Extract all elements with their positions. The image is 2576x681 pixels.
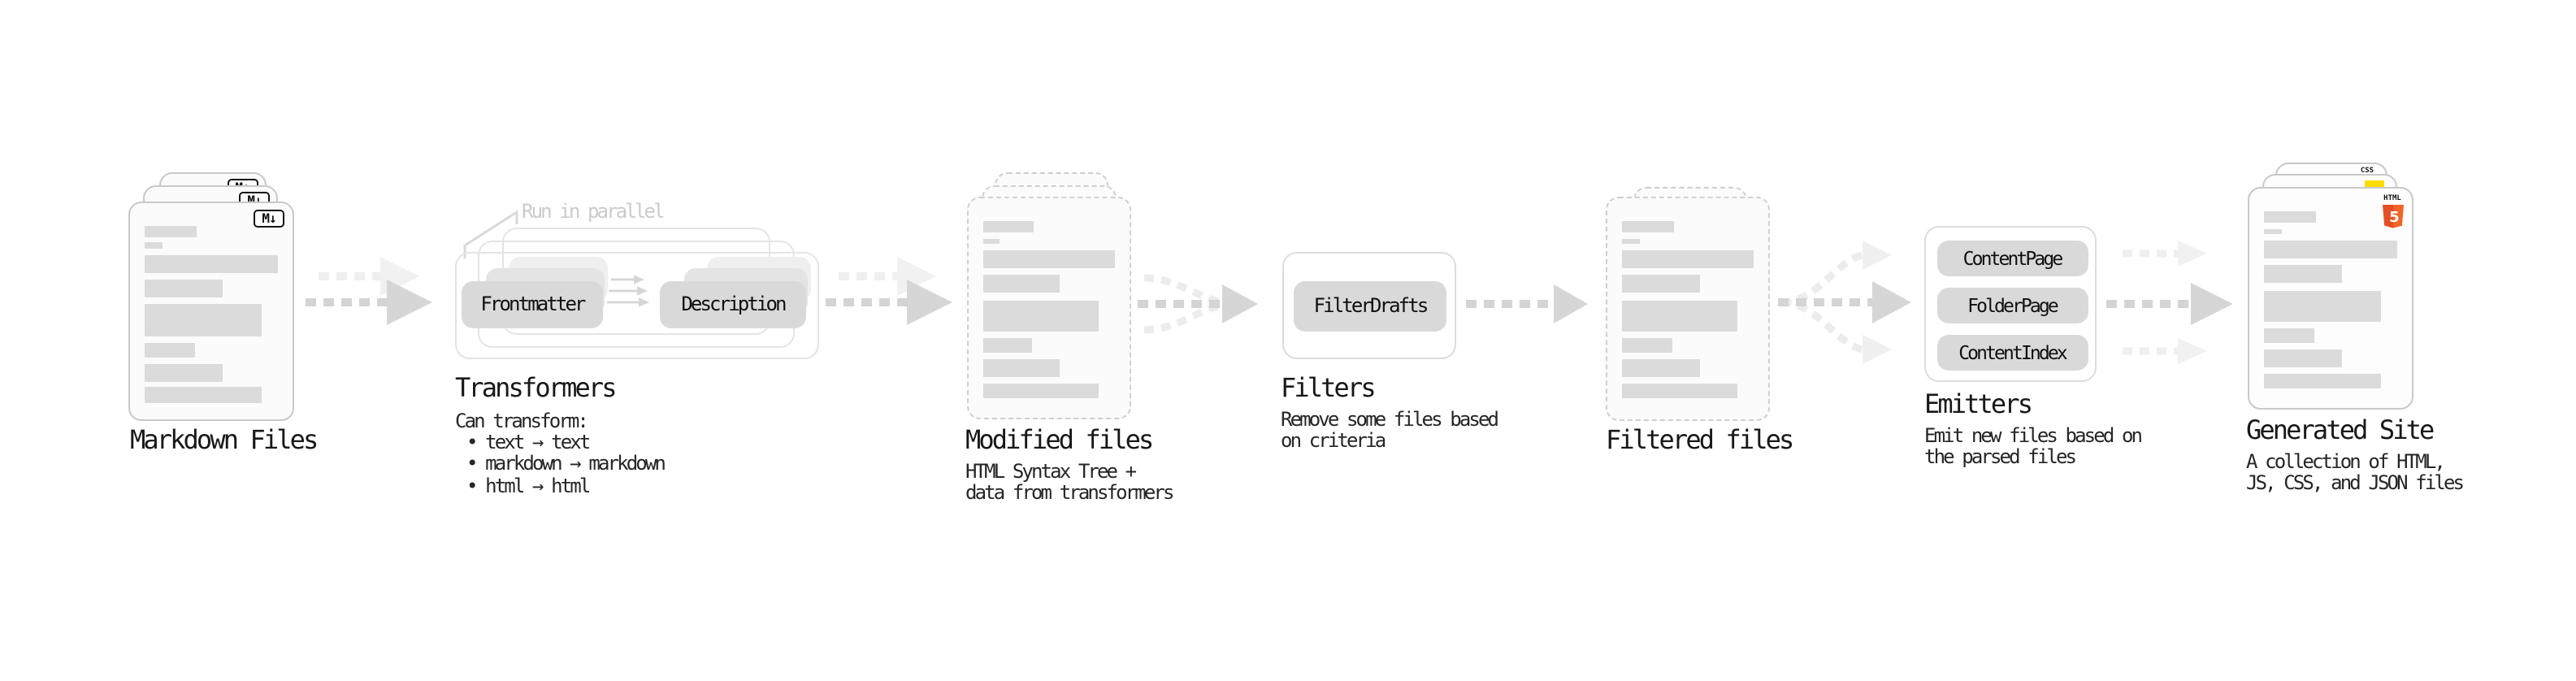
transformers-note: Can transform: text → text markdown → ma… — [455, 409, 666, 497]
html5-logo-text: HTML — [2383, 195, 2401, 203]
filters-panel: FilterDrafts — [1281, 252, 1455, 359]
placeholder-bar — [145, 225, 197, 236]
note-line: html → html — [455, 475, 664, 497]
run-in-parallel-callout: Run in parallel — [522, 199, 665, 222]
file-card-front: M↓ — [128, 201, 294, 421]
generated-site-note: A collection of HTML, JS, CSS, and JSON … — [2246, 450, 2465, 496]
placeholder-bar — [2263, 290, 2381, 322]
file-card-front — [966, 197, 1131, 419]
transformer-description-box: Description — [660, 280, 806, 328]
note-line: data from transformers — [965, 481, 1174, 505]
placeholder-bar — [2263, 265, 2342, 283]
markdown-files-node: M↓ M↓ M↓ — [128, 172, 296, 432]
placeholder-bar — [145, 254, 278, 272]
placeholder-bar — [2263, 211, 2316, 223]
placeholder-bar — [2263, 349, 2342, 367]
filtered-files-label: Filtered files — [1606, 424, 1794, 455]
placeholder-bar — [982, 221, 1034, 232]
transformers-label: Transformers — [455, 371, 618, 402]
arrow-transformers-to-modified — [826, 257, 952, 325]
placeholder-bar — [1622, 383, 1738, 398]
placeholder-bar — [1622, 238, 1640, 244]
modified-files-node — [966, 172, 1132, 432]
placeholder-bar — [982, 338, 1033, 353]
modified-files-label: Modified files — [965, 424, 1154, 455]
placeholder-bar — [1622, 338, 1672, 353]
generated-site-node: CSS HTML 5 — [2247, 162, 2414, 422]
placeholder-bar — [982, 359, 1060, 377]
modified-files-note: HTML Syntax Tree + data from transformer… — [965, 460, 1174, 505]
emitter-folderpage-box: FolderPage — [1936, 287, 2088, 323]
note-line: Can transform: — [455, 409, 589, 432]
placeholder-bar — [1622, 359, 1700, 377]
note-line: text → text — [455, 431, 664, 454]
markdown-files-label: Markdown Files — [130, 424, 319, 455]
generated-site-label: Generated Site — [2246, 414, 2435, 445]
placeholder-bar — [2263, 328, 2314, 343]
emitter-contentpage-box: ContentPage — [1936, 240, 2088, 276]
placeholder-bar — [982, 275, 1060, 293]
emitters-panel: ContentPage FolderPage ContentIndex — [1924, 226, 2097, 382]
note-line: Emit new files based on — [1924, 424, 2143, 447]
transformer-frontmatter-box: Frontmatter — [462, 280, 603, 328]
placeholder-bar — [2263, 228, 2282, 234]
note-line: the parsed files — [1924, 445, 2077, 469]
arrow-modified-to-filters — [1138, 274, 1258, 334]
filtered-files-node — [1606, 186, 1772, 430]
file-card-front — [1606, 197, 1770, 420]
placeholder-bar — [1622, 250, 1754, 268]
placeholder-bar — [1622, 221, 1674, 232]
placeholder-bar — [145, 342, 195, 357]
emitters-label: Emitters — [1924, 388, 2033, 419]
note-line: HTML Syntax Tree + — [965, 460, 1137, 483]
arrow-markdown-to-transformers — [306, 257, 432, 325]
placeholder-bar — [2263, 241, 2397, 258]
arrow-emitters-to-site — [2106, 241, 2233, 364]
placeholder-bar — [145, 279, 223, 297]
note-line: Remove some files based — [1281, 408, 1499, 431]
markdown-icon: M↓ — [254, 209, 284, 227]
placeholder-bar — [145, 363, 223, 381]
placeholder-bar — [982, 250, 1116, 268]
filter-drafts-box: FilterDrafts — [1294, 280, 1446, 331]
placeholder-bar — [982, 238, 1000, 244]
note-line: JS, CSS, and JSON files — [2246, 471, 2465, 495]
placeholder-bar — [2263, 373, 2381, 388]
placeholder-bar — [982, 383, 1099, 398]
file-card-front: HTML 5 — [2247, 187, 2413, 409]
note-line: A collection of HTML, — [2246, 450, 2446, 473]
placeholder-bar — [1622, 300, 1738, 332]
placeholder-bar — [1622, 275, 1700, 293]
arrow-filters-to-filtered — [1466, 284, 1588, 323]
emitter-contentindex-box: ContentIndex — [1936, 334, 2088, 371]
placeholder-bar — [145, 242, 163, 248]
html5-logo-icon: HTML 5 — [2382, 195, 2403, 235]
arrow-filtered-to-emitters — [1778, 241, 1911, 364]
js-logo-icon — [2365, 180, 2384, 189]
filters-label: Filters — [1281, 371, 1377, 402]
transformers-stack-outline — [455, 252, 818, 359]
filters-note: Remove some files based on criteria — [1281, 408, 1499, 453]
css-logo-text: CSS — [2360, 167, 2374, 175]
placeholder-bar — [145, 387, 262, 402]
emitters-note: Emit new files based on the parsed files — [1924, 424, 2143, 470]
placeholder-bar — [982, 300, 1099, 332]
html5-shield-icon: 5 — [2382, 204, 2403, 228]
note-line: markdown → markdown — [455, 453, 666, 476]
placeholder-bar — [145, 304, 262, 336]
note-line: on criteria — [1281, 429, 1386, 453]
parallel-arrows-icon — [607, 275, 649, 307]
